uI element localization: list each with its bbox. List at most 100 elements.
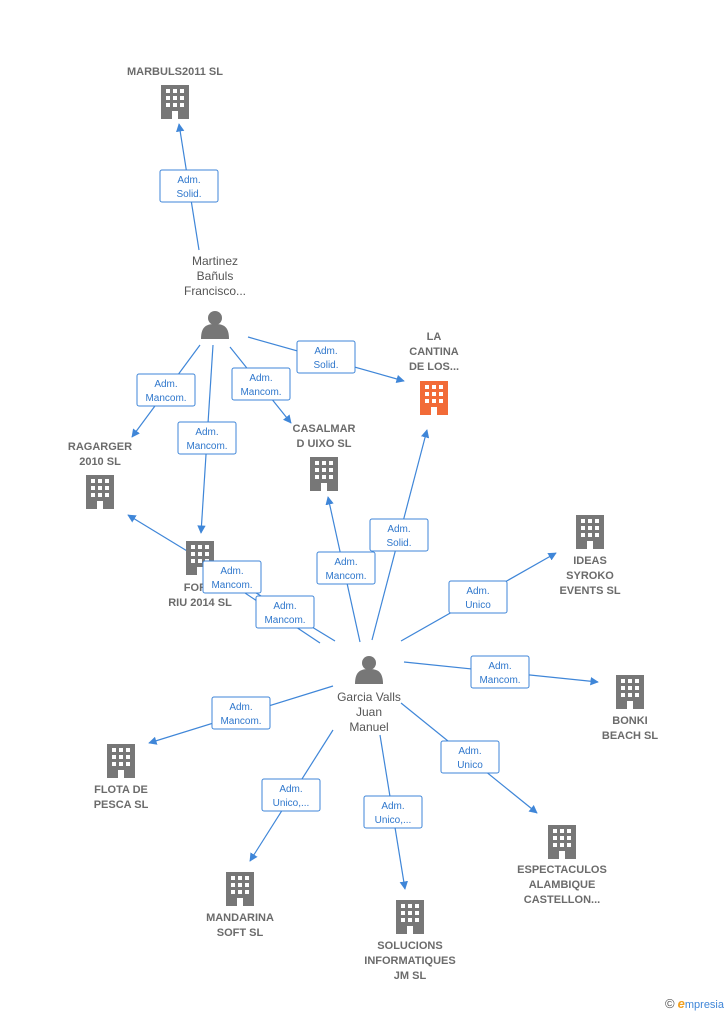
edge-label-box bbox=[296, 340, 356, 374]
building-icon bbox=[107, 744, 135, 778]
company-name-line: CASTELLON... bbox=[524, 894, 600, 906]
edge-label-box bbox=[261, 778, 321, 812]
company-name-line: BONKI bbox=[612, 715, 647, 727]
edge-label-garcia-mandarina[interactable]: Adm. Unico,... bbox=[261, 778, 321, 812]
company-node-espect[interactable]: ESPECTACULOSALAMBIQUECASTELLON... bbox=[517, 825, 607, 906]
company-name-line: IDEAS bbox=[573, 555, 607, 567]
edge-label-martinez-cantina[interactable]: Adm. Solid. bbox=[296, 340, 356, 374]
edge-label-martinez-formriu[interactable]: Adm. Mancom. bbox=[177, 421, 237, 455]
empresia-logo-text: mpresia bbox=[684, 999, 724, 1011]
empresia-logo-initial: e bbox=[677, 996, 685, 1011]
company-name-line: DE LOS... bbox=[409, 361, 459, 373]
edge-label-martinez-marbuls[interactable]: Adm.Solid. bbox=[159, 169, 219, 203]
edge-label-box bbox=[231, 367, 291, 401]
edge-label-garcia-flota[interactable]: Adm.Mancom. bbox=[211, 696, 271, 730]
edge-label-garcia-cantina[interactable]: Adm. Solid. bbox=[369, 518, 429, 552]
edge-label-box bbox=[316, 551, 376, 585]
edge-label-text: Adm. bbox=[488, 661, 511, 672]
edge-label-garcia-ideas[interactable]: Adm. Unico bbox=[448, 580, 508, 614]
edge-label-garcia-ragarger[interactable]: Adm. Mancom. bbox=[202, 560, 262, 594]
edge-label-text: Unico bbox=[465, 600, 491, 611]
edge-label-text: Adm. bbox=[154, 379, 177, 390]
building-icon bbox=[420, 381, 448, 415]
person-icon bbox=[201, 311, 229, 339]
person-name-line: Francisco... bbox=[184, 284, 246, 298]
person-name-line: Manuel bbox=[349, 720, 388, 734]
edge-label-text: Adm. bbox=[314, 346, 337, 357]
edge-label-text: Mancom. bbox=[240, 387, 281, 398]
company-name-line: SOFT SL bbox=[217, 927, 264, 939]
edge-label-text: Adm. bbox=[195, 427, 218, 438]
company-name-line: MANDARINA bbox=[206, 912, 274, 924]
edge-label-garcia-soluciones[interactable]: Adm. Unico,... bbox=[363, 795, 423, 829]
edge-label-text: Unico bbox=[457, 760, 483, 771]
edge-label-box bbox=[177, 421, 237, 455]
company-name-line: CASALMAR bbox=[293, 423, 356, 435]
edge-label-garcia-espect[interactable]: Adm. Unico bbox=[440, 740, 500, 774]
edge-label-text: Mancom. bbox=[220, 716, 261, 727]
edge-label-garcia-casalmar[interactable]: Adm. Mancom. bbox=[316, 551, 376, 585]
edge-label-martinez-ragarger[interactable]: Adm. Mancom. bbox=[136, 373, 196, 407]
building-icon bbox=[396, 900, 424, 934]
edge-label-box bbox=[363, 795, 423, 829]
edge-label-text: Mancom. bbox=[211, 580, 252, 591]
company-name-line: 2010 SL bbox=[79, 456, 121, 468]
edge-label-text: Solid. bbox=[313, 360, 338, 371]
edge-label-garcia-bonki[interactable]: Adm. Mancom. bbox=[470, 655, 530, 689]
building-icon bbox=[226, 872, 254, 906]
edge-label-box bbox=[448, 580, 508, 614]
edge-label-text: Adm. bbox=[273, 601, 296, 612]
company-node-marbuls[interactable]: MARBULS2011 SL bbox=[127, 66, 223, 119]
person-node-martinez[interactable]: MartinezBañulsFrancisco... bbox=[184, 254, 246, 339]
edge-label-text: Mancom. bbox=[264, 615, 305, 626]
company-name-line: RIU 2014 SL bbox=[168, 597, 232, 609]
copyright-icon: © bbox=[664, 996, 675, 1011]
edge-label-box bbox=[255, 595, 315, 629]
building-icon bbox=[161, 85, 189, 119]
person-name-line: Juan bbox=[356, 705, 382, 719]
edge-label-text: Adm. bbox=[387, 524, 410, 535]
edge-label-text: Mancom. bbox=[145, 393, 186, 404]
edge-label-text: Adm. bbox=[466, 586, 489, 597]
edge-label-text: Adm. bbox=[334, 557, 357, 568]
edge-label-text: Adm. bbox=[220, 566, 243, 577]
edge-label-text: Adm. bbox=[177, 175, 200, 186]
company-name-line: CANTINA bbox=[409, 346, 459, 358]
edge-label-garcia-formriu[interactable]: Adm. Mancom. bbox=[255, 595, 315, 629]
person-name-line: Garcia Valls bbox=[337, 690, 401, 704]
building-icon bbox=[616, 675, 644, 709]
edge-label-text: Mancom. bbox=[186, 441, 227, 452]
company-name-line: ESPECTACULOS bbox=[517, 864, 607, 876]
building-icon bbox=[548, 825, 576, 859]
edge-label-text: Mancom. bbox=[479, 675, 520, 686]
building-icon bbox=[310, 457, 338, 491]
company-name-line: SYROKO bbox=[566, 570, 614, 582]
person-name-line: Bañuls bbox=[197, 269, 234, 283]
company-name-line: PESCA SL bbox=[94, 799, 149, 811]
edge-label-text: Adm. bbox=[381, 801, 404, 812]
edge-label-text: Adm. bbox=[279, 784, 302, 795]
company-node-flota[interactable]: FLOTA DE PESCA SL bbox=[94, 744, 149, 811]
edge-label-text: Unico,... bbox=[375, 815, 412, 826]
person-name-line: Martinez bbox=[192, 254, 238, 268]
edge-label-box bbox=[136, 373, 196, 407]
company-name-line: FLOTA DE bbox=[94, 784, 148, 796]
edge-label-box bbox=[159, 169, 219, 203]
edge-label-text: Unico,... bbox=[273, 798, 310, 809]
edge-label-text: Solid. bbox=[386, 538, 411, 549]
edge-label-text: Adm. bbox=[458, 746, 481, 757]
edge-label-text: Mancom. bbox=[325, 571, 366, 582]
edge-label-box bbox=[470, 655, 530, 689]
company-node-mandarina[interactable]: MANDARINA SOFT SL bbox=[206, 872, 274, 939]
edge-label-martinez-casalmar[interactable]: Adm. Mancom. bbox=[231, 367, 291, 401]
brand-footer: © empresia bbox=[665, 996, 724, 1011]
edge-label-text: Adm. bbox=[249, 373, 272, 384]
